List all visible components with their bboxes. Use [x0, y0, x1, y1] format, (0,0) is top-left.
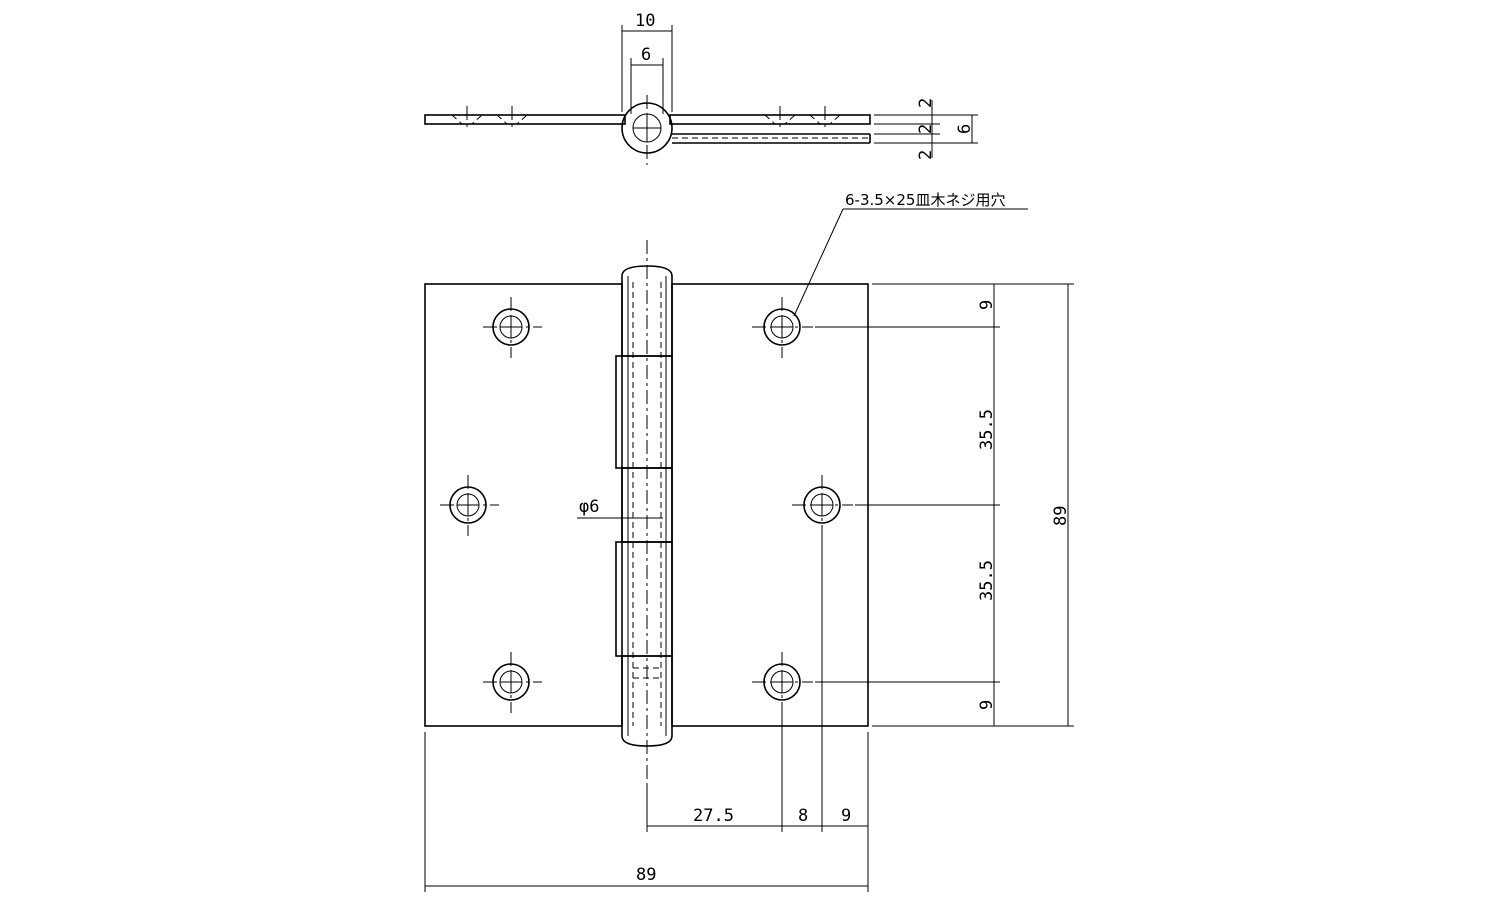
front-knuckle-outline	[621, 265, 673, 357]
screw-hole	[752, 297, 813, 358]
top-right-leaf-upper	[669, 114, 871, 125]
front-view: φ6	[424, 191, 1074, 892]
hole-note: 6-3.5×25皿木ネジ用穴	[845, 191, 1005, 209]
top-right-countersink-1	[764, 114, 796, 125]
pin-diameter-label: φ6	[579, 497, 599, 517]
top-left-leaf	[424, 114, 626, 125]
dim-bottom-offset: 9	[977, 700, 997, 710]
dim-pin-dia-top: 6	[641, 45, 651, 65]
dim-height: 89	[1051, 506, 1071, 526]
front-right-leaf	[671, 283, 869, 727]
top-right-countersink-2	[809, 114, 841, 125]
dim-lower-spacing: 35.5	[977, 560, 997, 601]
front-knuckle-seg-2	[615, 355, 673, 469]
dim-total-thickness: 6	[955, 124, 975, 134]
screw-hole	[792, 475, 853, 536]
dim-leaf-thickness-b: 2	[916, 150, 936, 160]
front-knuckle-seg-4	[615, 541, 673, 657]
top-left-countersink-2	[496, 114, 528, 125]
hole-note-leader	[793, 208, 844, 317]
dim-pin-to-hole: 27.5	[693, 806, 734, 826]
top-view: 10 6 2 2 2 6	[424, 11, 978, 165]
dim-width: 89	[636, 865, 656, 885]
dim-upper-spacing: 35.5	[977, 409, 997, 450]
screw-hole	[483, 297, 542, 358]
dim-leaf-thickness-a: 2	[916, 98, 936, 108]
screw-hole	[752, 652, 813, 713]
screw-hole	[483, 652, 542, 713]
screw-hole	[440, 475, 499, 536]
dim-pin-width: 10	[635, 11, 655, 31]
dim-edge-offset: 9	[841, 806, 851, 826]
dim-leaf-gap: 2	[916, 124, 936, 134]
dim-hole-offset: 8	[798, 806, 808, 826]
dim-top-offset: 9	[977, 300, 997, 310]
front-knuckle-seg-3	[621, 467, 673, 543]
top-left-countersink-1	[451, 114, 483, 125]
